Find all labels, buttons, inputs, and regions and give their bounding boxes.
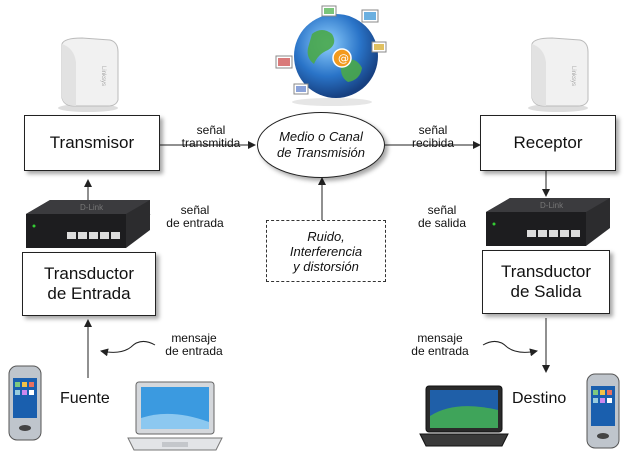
router-brand-left: Linksys xyxy=(100,66,106,86)
transmisor-box: Transmisor xyxy=(24,115,160,171)
ruido-line3: y distorsión xyxy=(293,258,359,274)
curly-arrow-mensaje-right xyxy=(482,341,538,357)
senal-recibida-label: señal recibida xyxy=(411,123,455,150)
ruido-line2: Interferencia xyxy=(289,243,363,259)
globe-network-icon: @ xyxy=(275,5,387,106)
destino-label: Destino xyxy=(512,390,567,407)
fuente-label: Fuente xyxy=(60,390,110,407)
curly-arrow-mensaje-left xyxy=(100,341,156,357)
transductor-salida-line2: de Salida xyxy=(510,282,582,301)
router-icon: Linksys xyxy=(58,37,119,112)
senal-salida-label: señal de salida xyxy=(417,203,467,230)
smartphone-icon xyxy=(8,365,42,441)
transmisor-label: Transmisor xyxy=(49,133,135,152)
mensaje-entrada-left-label: mensaje de entrada xyxy=(165,331,223,358)
network-switch-icon: D-Link xyxy=(486,198,610,246)
ruido-line1: Ruido, xyxy=(307,228,345,244)
senal-transmitida-label: señal transmitida xyxy=(181,123,241,150)
network-switch-icon: D-Link xyxy=(26,200,150,248)
transductor-entrada-line2: de Entrada xyxy=(47,284,131,303)
transductor-salida-box: Transductor de Salida xyxy=(482,250,610,314)
switch-brand-right: D-Link xyxy=(540,201,564,210)
switch-brand-left: D-Link xyxy=(80,203,104,212)
medio-line1: Medio o Canal xyxy=(279,129,363,144)
router-icon: Linksys xyxy=(528,37,589,112)
receptor-box: Receptor xyxy=(480,115,616,171)
router-brand-right: Linksys xyxy=(570,66,576,86)
transductor-entrada-box: Transductor de Entrada xyxy=(22,252,156,316)
senal-entrada-label: señal de entrada xyxy=(166,203,224,230)
receptor-label: Receptor xyxy=(513,133,583,152)
medio-line2: de Transmisión xyxy=(277,145,365,160)
transductor-entrada-line1: Transductor xyxy=(43,264,135,283)
laptop-icon xyxy=(127,381,223,451)
ruido-box: Ruido, Interferencia y distorsión xyxy=(266,220,386,282)
laptop-icon xyxy=(419,385,509,447)
smartphone-icon xyxy=(586,373,620,449)
transductor-salida-line1: Transductor xyxy=(500,262,592,281)
medio-canal-ellipse: Medio o Canal de Transmisión xyxy=(257,112,385,178)
mensaje-entrada-right-label: mensaje de entrada xyxy=(411,331,469,358)
svg-text:@: @ xyxy=(338,52,349,65)
